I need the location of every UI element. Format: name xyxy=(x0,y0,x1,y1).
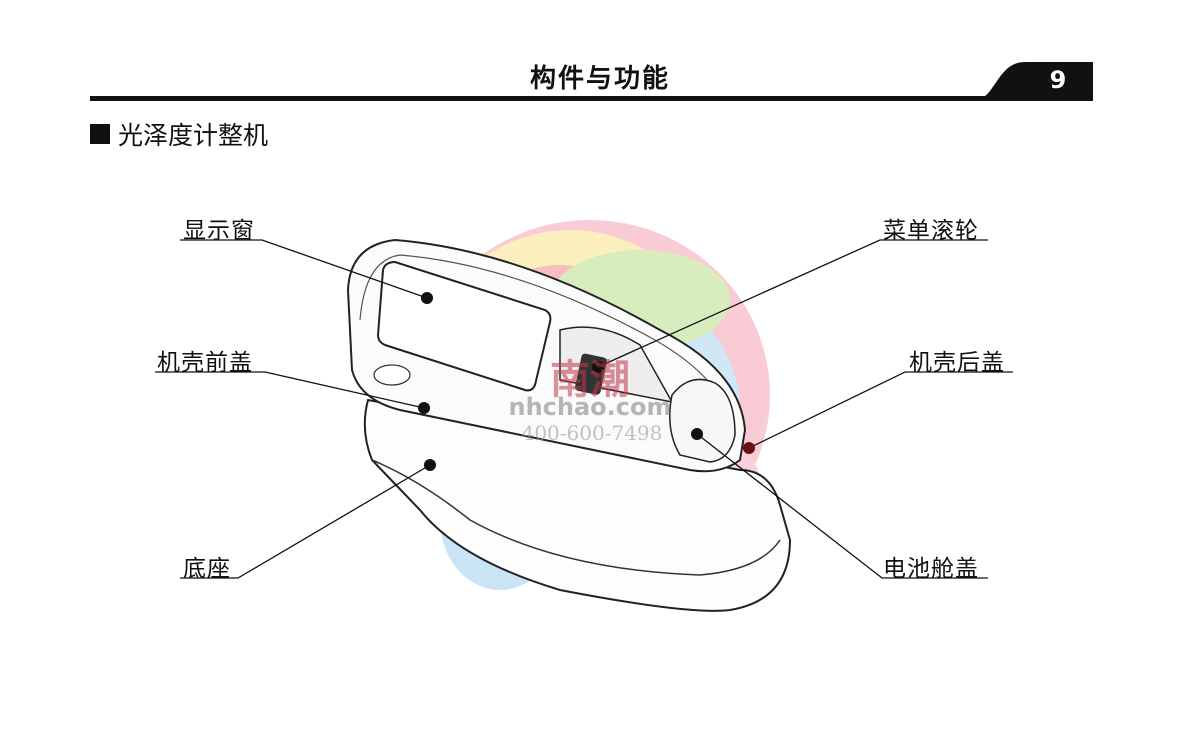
device-base xyxy=(363,398,792,612)
leader-display-window xyxy=(180,239,428,299)
leader-rear-cover xyxy=(748,371,1013,449)
leader-menu-wheel xyxy=(597,239,988,368)
section-title-text: 光泽度计整机 xyxy=(118,121,269,150)
page-number-tab xyxy=(975,62,1093,100)
watermark-phone: 400-600-7498 xyxy=(522,421,663,445)
callout-base: 底座 xyxy=(183,556,231,582)
callout-display-window: 显示窗 xyxy=(183,218,255,244)
callout-front-cover: 机壳前盖 xyxy=(157,350,253,376)
leader-base xyxy=(180,464,431,579)
battery-cover-dot xyxy=(691,428,703,440)
header-divider xyxy=(90,96,1093,101)
battery-cover-shape xyxy=(669,378,736,463)
section-bullet-icon xyxy=(90,124,110,144)
callout-battery-cover: 电池舱盖 xyxy=(883,556,979,582)
display-window-shape xyxy=(376,260,552,392)
page-number: 9 xyxy=(1049,66,1067,94)
display-window-dot xyxy=(421,292,433,304)
leader-battery-cover xyxy=(696,433,988,579)
section-title: 光泽度计整机 xyxy=(90,116,268,152)
callout-rear-cover: 机壳后盖 xyxy=(909,350,1005,376)
base-dot xyxy=(424,459,436,471)
rear-cover-dot xyxy=(743,442,755,454)
leader-front-cover xyxy=(155,371,425,409)
watermark-site: nhchao.com xyxy=(508,393,671,421)
menu-wheel-dot xyxy=(592,361,604,373)
callout-menu-wheel: 菜单滚轮 xyxy=(883,218,979,244)
watermark-brand: 南潮 xyxy=(550,356,630,403)
page-header-title: 构件与功能 xyxy=(529,64,670,94)
front-cover-dot xyxy=(418,402,430,414)
